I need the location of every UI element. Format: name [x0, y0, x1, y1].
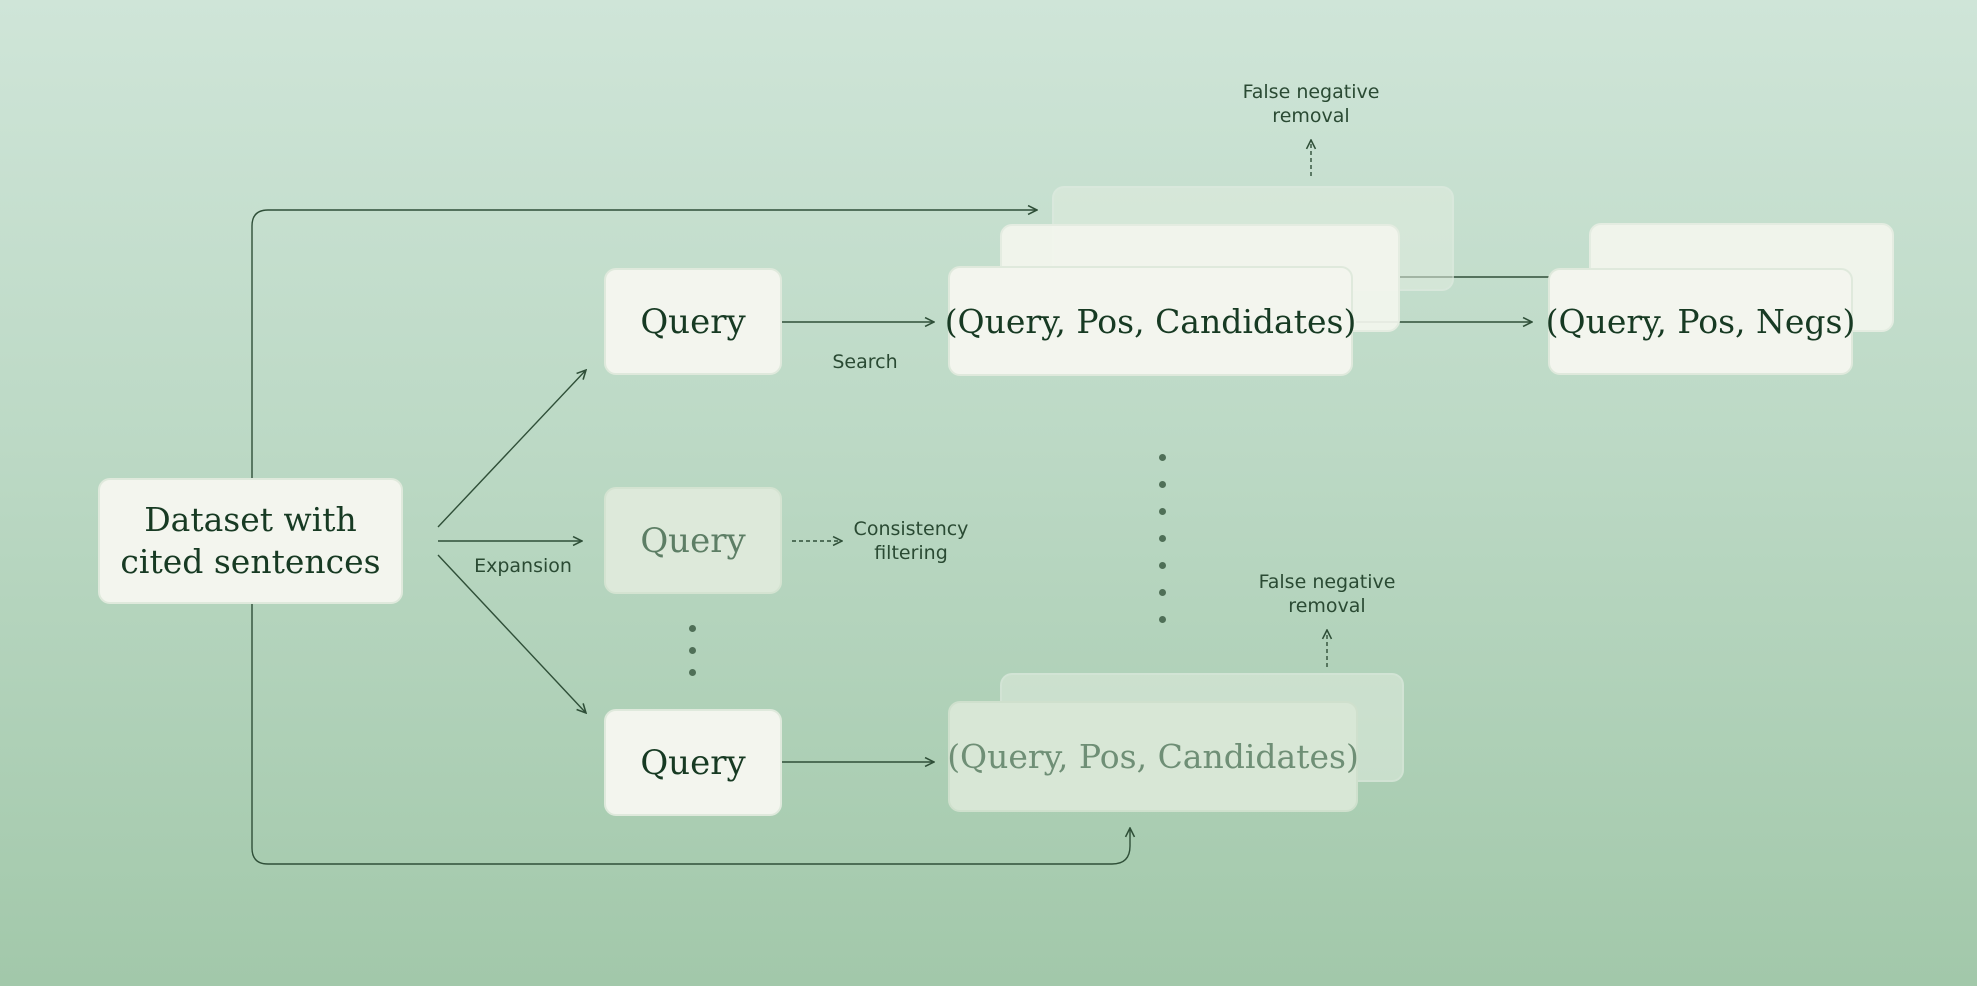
ellipsis-dot — [1159, 508, 1166, 515]
query-node-middle: Query — [604, 487, 782, 594]
expansion-arrow-up — [437, 370, 586, 528]
bypass-bottom-arrow — [251, 604, 1130, 865]
expansion-label: Expansion — [474, 555, 572, 577]
ellipsis-dot — [1159, 562, 1166, 569]
expansion-arrow-down — [437, 554, 586, 713]
ellipsis-dot — [689, 669, 696, 676]
candidates-node-bottom-label: (Query, Pos, Candidates) — [947, 737, 1359, 776]
false-negative-removal-bottom-label: False negative removal — [1258, 571, 1396, 617]
query-node-top: Query — [604, 268, 782, 375]
ellipsis-dot — [1159, 589, 1166, 596]
candidates-node-top-label: (Query, Pos, Candidates) — [944, 301, 1357, 341]
query-node-bottom: Query — [604, 709, 782, 816]
ellipsis-dot — [1159, 454, 1166, 461]
result-node: (Query, Pos, Negs) — [1545, 268, 1856, 375]
dataset-node-label: Dataset with cited sentences — [120, 500, 381, 581]
query-node-bottom-label: Query — [640, 742, 746, 783]
candidates-node-top: (Query, Pos, Candidates) — [945, 266, 1356, 376]
bypass-top-arrow — [251, 210, 1037, 478]
ellipsis-dot — [1159, 535, 1166, 542]
search-label: Search — [832, 351, 898, 373]
query-node-top-label: Query — [640, 301, 746, 342]
ellipsis-dot — [1159, 481, 1166, 488]
ellipsis-dot — [689, 625, 696, 632]
consistency-filtering-label: Consistency filtering — [853, 518, 969, 564]
dataset-node: Dataset with cited sentences — [98, 478, 403, 604]
ellipsis-dot — [689, 647, 696, 654]
result-node-label: (Query, Pos, Negs) — [1545, 302, 1856, 341]
candidates-node-bottom: (Query, Pos, Candidates) — [947, 701, 1359, 812]
false-negative-removal-top-label: False negative removal — [1242, 81, 1380, 127]
query-node-middle-label: Query — [640, 520, 746, 561]
ellipsis-dot — [1159, 616, 1166, 623]
